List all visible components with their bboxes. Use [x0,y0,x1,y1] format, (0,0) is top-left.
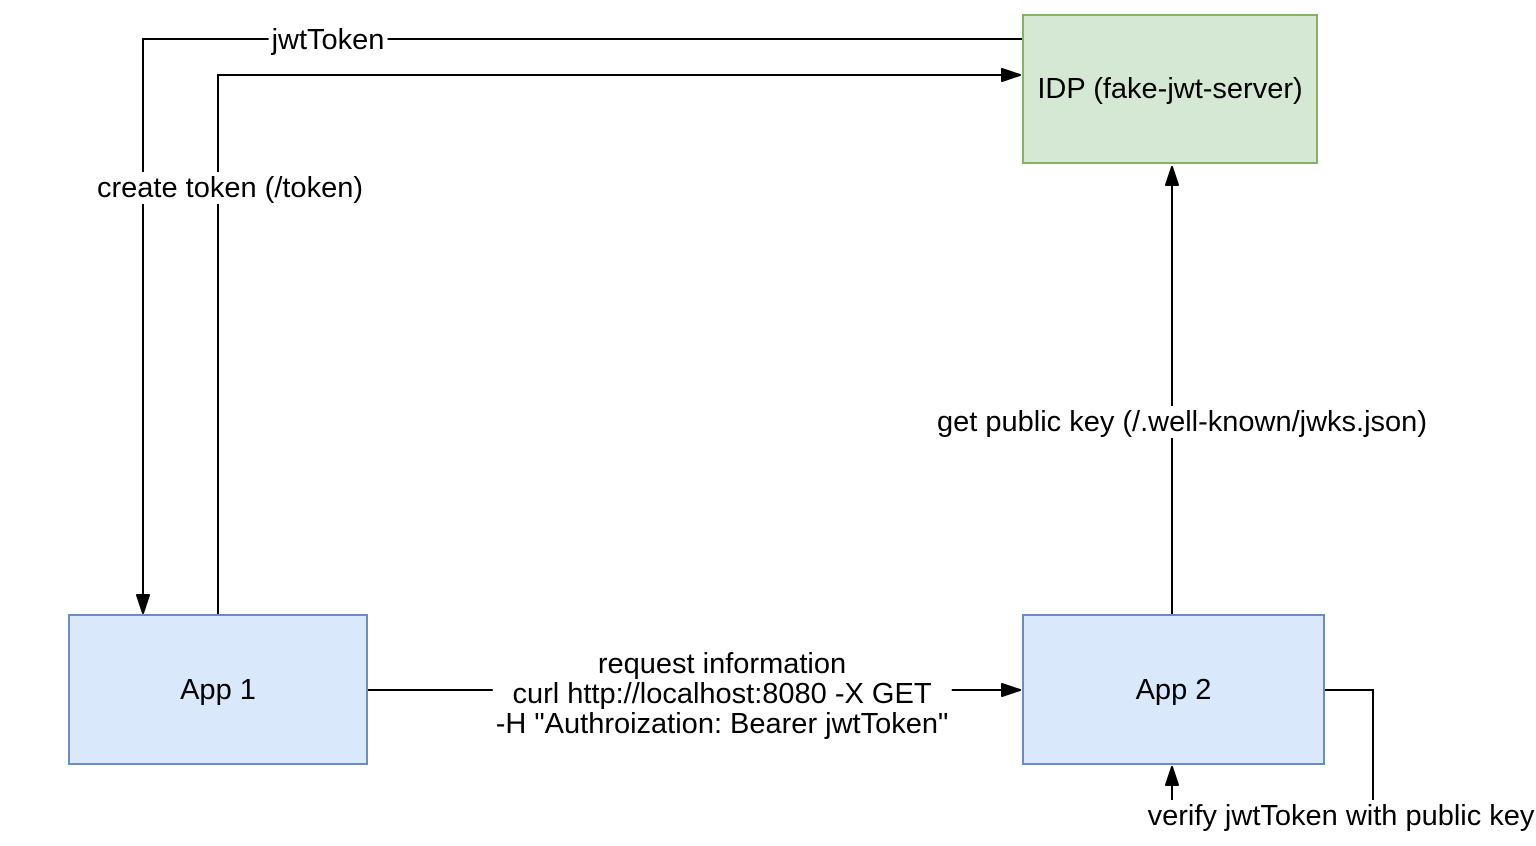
edge-jwt-token [136,38,1022,614]
edge-label-verify-token: verify jwtToken with public key [1144,800,1536,832]
node-idp: IDP (fake-jwt-server) [1022,14,1318,164]
edge-label-request-line-3: -H "Authroization: Bearer jwtToken" [495,708,949,740]
edge-create-token [217,68,1021,614]
edge-label-request-line-2: curl http://localhost:8080 -X GET [512,678,932,710]
node-app1: App 1 [68,614,368,765]
node-app2-label: App 2 [1135,673,1212,706]
edge-label-create-token: create token (/token) [94,172,366,204]
edge-label-request-line-1: request information [597,648,847,680]
edge-label-jwt-token: jwtToken [268,24,388,56]
node-app1-label: App 1 [180,673,256,706]
edge-label-request-information: request information curl http://localhos… [492,648,952,740]
node-idp-label: IDP (fake-jwt-server) [1037,73,1303,105]
edge-label-get-public-key: get public key (/.well-known/jwks.json) [934,406,1430,438]
node-app2: App 2 [1022,614,1325,765]
